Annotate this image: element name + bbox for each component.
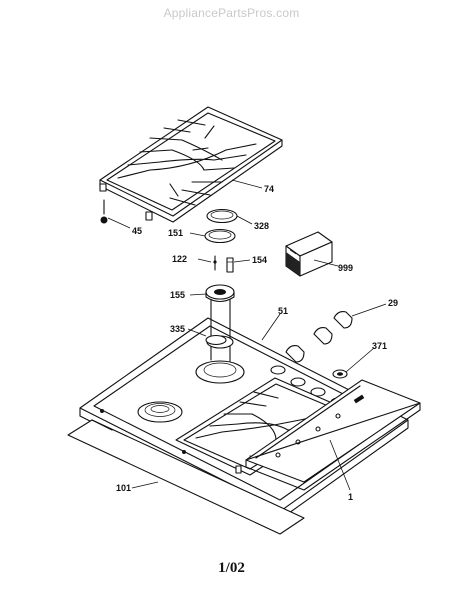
- burner-base-part-155[interactable]: [205, 284, 235, 303]
- callout-51: 51: [278, 306, 288, 316]
- electrode-part-122[interactable]: [213, 255, 217, 271]
- burner-cap-part-328[interactable]: [206, 208, 238, 224]
- callout-1: 1: [348, 492, 353, 502]
- parts-box-part-999[interactable]: [285, 231, 333, 277]
- control-knob-part-29[interactable]: [285, 311, 353, 363]
- callout-29: 29: [388, 298, 398, 308]
- callout-101: 101: [116, 483, 131, 493]
- callout-155: 155: [170, 290, 185, 300]
- bottom-panel-part-101[interactable]: [67, 419, 305, 535]
- knob-ring-part-371[interactable]: [332, 369, 348, 379]
- callout-999: 999: [338, 263, 353, 273]
- watermark: AppliancePartsPros.com: [163, 6, 300, 20]
- callout-371: 371: [372, 341, 387, 351]
- callout-328: 328: [254, 221, 269, 231]
- burner-cap-part-151[interactable]: [204, 228, 236, 244]
- callout-151: 151: [168, 228, 183, 238]
- screw-part-45[interactable]: [100, 199, 108, 224]
- callout-45: 45: [132, 226, 142, 236]
- screw-part-154[interactable]: [226, 257, 234, 273]
- callout-labels: 74 45 328 151 122 154 999 155 51 29 335 …: [116, 184, 398, 502]
- page-number: 1/02: [218, 560, 245, 576]
- burner-grate-part-74[interactable]: [99, 106, 283, 223]
- leader-lines: [107, 179, 387, 491]
- callout-122: 122: [172, 254, 187, 264]
- gasket-part-335[interactable]: [205, 334, 227, 346]
- control-panel-part-1[interactable]: [245, 379, 421, 491]
- callout-335: 335: [170, 324, 185, 334]
- callout-154: 154: [252, 255, 267, 265]
- callout-74: 74: [264, 184, 274, 194]
